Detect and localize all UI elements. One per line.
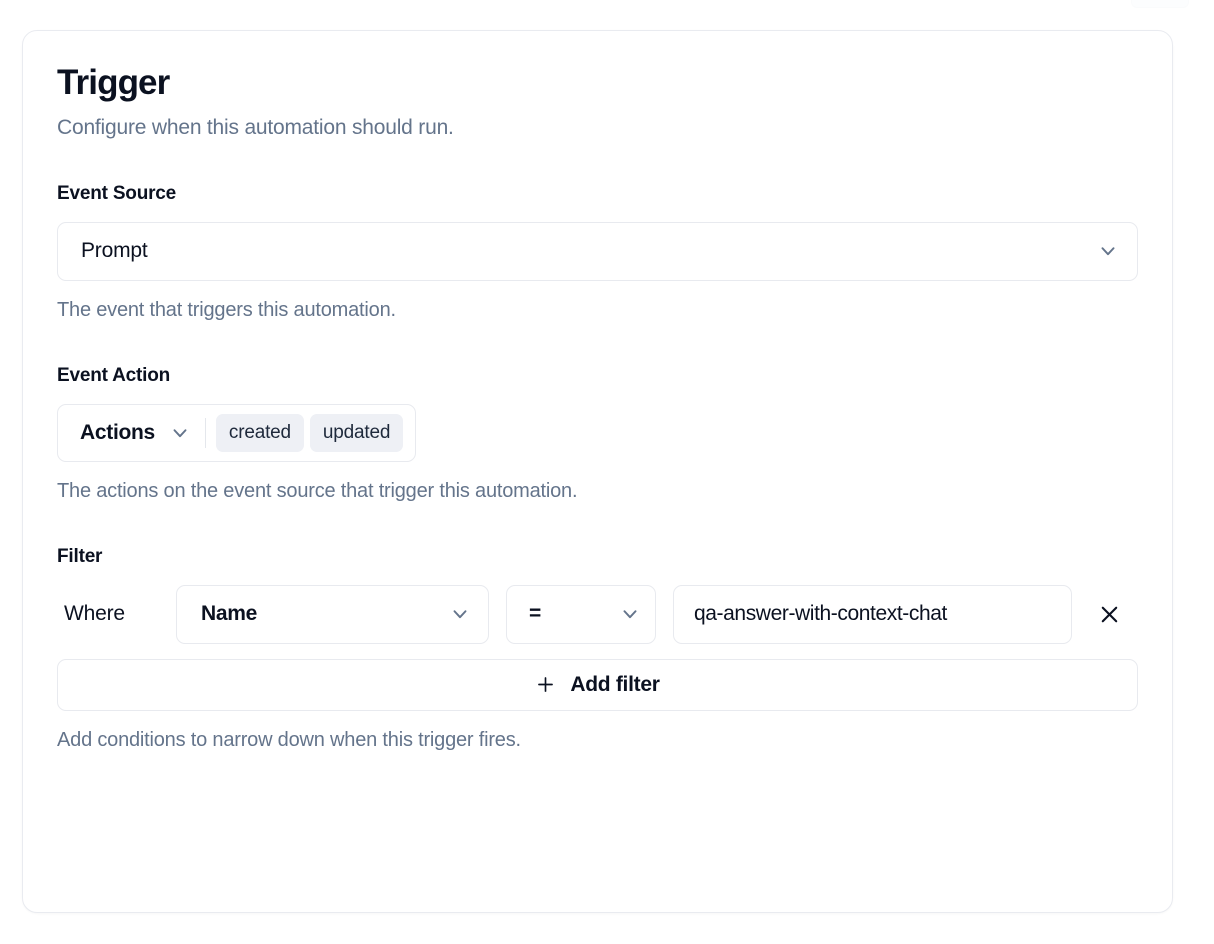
event-source-group: Event Source Prompt The event that trigg…	[57, 183, 1138, 322]
event-action-control: Actions created updated	[57, 403, 417, 462]
chevron-down-icon	[449, 603, 471, 625]
filter-field-value: Name	[201, 602, 257, 626]
chevron-down-icon	[1097, 240, 1119, 262]
filter-field-select[interactable]: Name	[176, 584, 489, 644]
event-action-chip-updated[interactable]: updated	[309, 413, 404, 452]
add-filter-button[interactable]: Add filter	[57, 658, 1138, 711]
filter-operator-value: =	[529, 602, 541, 626]
page-subtitle: Configure when this automation should ru…	[57, 115, 454, 139]
chevron-down-icon	[619, 603, 641, 625]
event-action-dropdown-label: Actions	[80, 420, 155, 444]
filter-group: Filter Where Name =	[57, 546, 1138, 752]
divider	[204, 417, 206, 448]
event-action-dropdown-trigger[interactable]: Actions	[80, 421, 205, 445]
event-source-select[interactable]: Prompt	[57, 221, 1138, 281]
event-source-helper: The event that triggers this automation.	[57, 298, 396, 321]
event-action-group: Event Action Actions created updated The…	[57, 365, 1138, 503]
clipped-panel-fragment	[1131, 0, 1189, 8]
filter-row: Where Name =	[57, 584, 1138, 644]
event-action-chips: created updated	[215, 413, 404, 452]
chevron-down-icon	[169, 422, 191, 444]
event-action-chip-created[interactable]: created	[215, 413, 304, 452]
page-title: Trigger	[57, 63, 170, 102]
add-filter-label: Add filter	[570, 672, 660, 696]
event-action-helper: The actions on the event source that tri…	[57, 479, 578, 502]
trigger-card: Trigger Configure when this automation s…	[22, 30, 1173, 913]
filter-helper: Add conditions to narrow down when this …	[57, 728, 521, 751]
event-source-value: Prompt	[81, 239, 148, 263]
filter-label: Filter	[57, 545, 103, 567]
event-source-label: Event Source	[57, 182, 177, 204]
remove-filter-button[interactable]	[1090, 595, 1128, 633]
plus-icon	[535, 674, 556, 695]
where-label: Where	[64, 602, 125, 626]
filter-operator-select[interactable]: =	[506, 584, 656, 644]
event-action-label: Event Action	[57, 364, 171, 386]
close-icon	[1098, 603, 1121, 626]
filter-value-input[interactable]	[673, 584, 1072, 644]
